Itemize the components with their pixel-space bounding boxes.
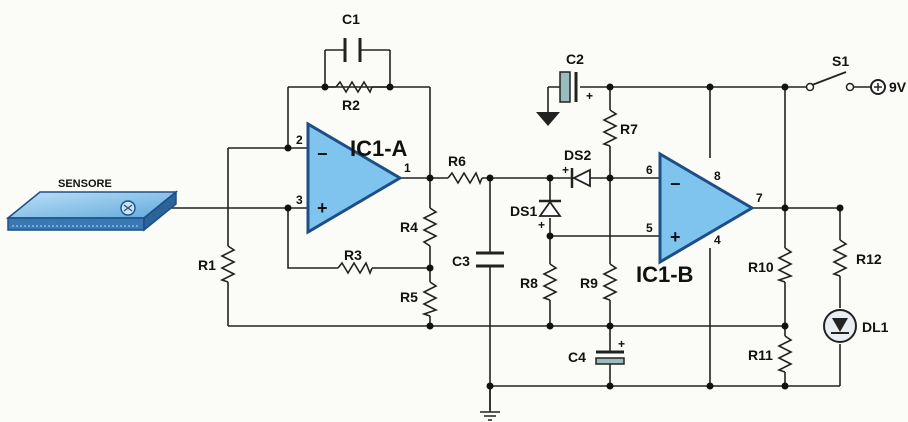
label-r8: R8 [520,275,538,291]
ic1-b-pin-4: 4 [714,233,721,247]
label-dl1: DL1 [862,319,889,335]
label-c2: C2 [566,51,584,67]
label-r1: R1 [198,257,216,273]
label-r12: R12 [856,251,882,267]
ds1-plus-sign: + [538,218,545,232]
ground-symbol-bottom [480,411,500,421]
label-r4: R4 [400,219,418,235]
c2-plus-sign: + [586,89,593,103]
led-dl1 [823,309,857,343]
label-9v: 9V [889,79,907,95]
sensor-plate [5,190,179,232]
ic1-b-minus-sign: − [670,174,681,194]
opamp-ic1-b [658,151,755,265]
ic1-b-pin-5: 5 [646,221,653,235]
ic1-b-pin-8: 8 [714,169,721,183]
ic1-a-pin-2: 2 [296,133,303,147]
terminal-9v [870,79,886,95]
label-c4: C4 [568,349,586,365]
label-s1: S1 [832,53,849,69]
label-r9: R9 [580,275,598,291]
ground-symbol-top [536,112,560,126]
sensor-label: SENSORE [58,178,112,190]
capacitor-c1 [343,38,362,62]
diode-ds1 [538,199,562,217]
ic1-b-pin-6: 6 [646,163,653,177]
ic1-a-pin-1: 1 [404,161,411,175]
label-c1: C1 [342,11,360,27]
opamp-ic1-a [306,121,403,235]
label-ds2: DS2 [564,147,591,163]
label-r10: R10 [748,259,774,275]
capacitor-c4 [595,350,625,365]
label-r5: R5 [400,289,418,305]
resistor-zigzags [219,80,848,373]
label-r2: R2 [342,97,360,113]
diode-ds2 [570,168,591,188]
label-c3: C3 [452,253,470,269]
capacitor-c3 [476,251,504,268]
ic1-b-plus-sign: + [670,227,681,247]
label-ds1: DS1 [510,203,537,219]
ic1-a-pin-3: 3 [296,193,303,207]
label-r3: R3 [344,247,362,263]
ds2-plus-sign: + [562,163,569,177]
c4-plus-sign: + [618,337,625,351]
switch-s1 [805,71,855,92]
ic1-b-label: IC1-B [636,262,693,287]
ic1-a-minus-sign: − [317,144,328,164]
capacitor-c2 [559,71,578,103]
ic1-a-label: IC1-A [350,136,408,161]
ic1-a-plus-sign: + [317,198,328,218]
label-r7: R7 [620,121,638,137]
junction-dots [284,83,844,390]
ic1-b-pin-7: 7 [756,191,763,205]
label-r6: R6 [448,153,466,169]
label-r11: R11 [748,347,773,363]
